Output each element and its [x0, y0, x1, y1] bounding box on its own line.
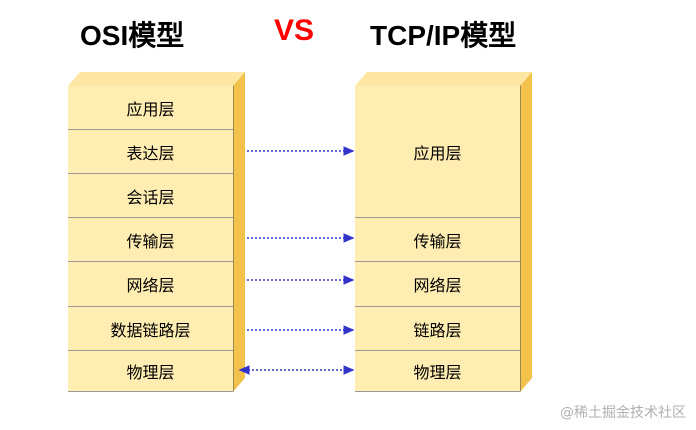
vs-label: VS	[274, 14, 315, 47]
osi-layer-transport: 传输层	[68, 218, 233, 262]
osi-layer-application: 应用层	[68, 86, 233, 130]
watermark: @稀土掘金技术社区	[560, 405, 686, 421]
tcp-layer-network: 网络层	[355, 262, 520, 307]
osi-layer-data-link: 数据链路层	[68, 307, 233, 351]
osi-layer-session: 会话层	[68, 174, 233, 218]
osi-layer-network: 网络层	[68, 262, 233, 307]
tcp-layer-transport: 传输层	[355, 218, 520, 262]
tcp-layer-physical: 物理层	[355, 351, 520, 392]
osi-layer-physical: 物理层	[68, 351, 233, 392]
tcp-stack-side	[520, 72, 532, 392]
tcp-ip-model-title: TCP/IP模型	[370, 20, 517, 51]
osi-stack-side	[233, 72, 245, 392]
tcp-layer-link: 链路层	[355, 307, 520, 351]
tcp-layer-application: 应用层	[355, 86, 520, 218]
osi-model-title: OSI模型	[80, 20, 185, 51]
osi-layer-presentation: 表达层	[68, 130, 233, 174]
tcp-stack-top	[355, 72, 532, 86]
osi-stack-top	[68, 72, 245, 86]
